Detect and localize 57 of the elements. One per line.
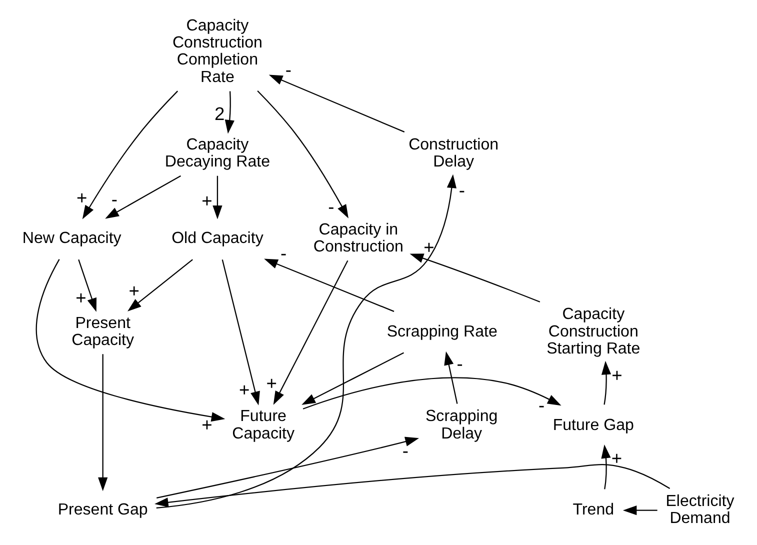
arrow bbox=[212, 176, 222, 220]
node-text: Capacity in Construction bbox=[313, 220, 404, 256]
node-text: Capacity Construction Completion Rate bbox=[172, 16, 262, 86]
node-text: Old Capacity bbox=[172, 228, 264, 247]
node-text: New Capacity bbox=[22, 228, 122, 247]
node-text: Capacity Construction Starting Rate bbox=[546, 305, 640, 358]
arrow bbox=[257, 90, 348, 218]
arrow bbox=[156, 436, 420, 498]
edge-label: - bbox=[111, 188, 118, 210]
edge-label: + bbox=[266, 372, 278, 394]
node-text: Present Gap bbox=[58, 500, 148, 519]
arrow bbox=[36, 259, 226, 422]
arrow bbox=[105, 175, 181, 219]
arrow bbox=[601, 360, 612, 405]
edge-label: - bbox=[402, 440, 408, 461]
arrow bbox=[154, 464, 670, 508]
edge-label: + bbox=[202, 414, 212, 436]
edge-label: + bbox=[238, 378, 250, 400]
arrow bbox=[224, 91, 234, 134]
arrow bbox=[302, 352, 404, 405]
edge-label: - bbox=[456, 352, 463, 374]
arrow bbox=[98, 354, 108, 492]
arrow bbox=[156, 174, 456, 508]
arrow bbox=[78, 259, 97, 312]
node-text: Scrapping Rate bbox=[386, 322, 498, 340]
arrow bbox=[264, 258, 394, 312]
edge-label: + bbox=[424, 236, 434, 258]
edge-label: + bbox=[76, 186, 88, 208]
arrow bbox=[302, 377, 562, 410]
edge-label: - bbox=[328, 196, 334, 218]
edge-label: + bbox=[611, 447, 622, 468]
node-text: Future Capacity bbox=[232, 407, 294, 442]
edge-label: 2 bbox=[214, 103, 225, 124]
edge-label: - bbox=[538, 394, 545, 416]
arrow bbox=[222, 259, 260, 406]
edge-label: - bbox=[280, 242, 287, 264]
edge-label: + bbox=[612, 364, 622, 386]
arrow bbox=[622, 506, 658, 516]
edge-label: + bbox=[76, 286, 86, 308]
node-text: Electricity Demand bbox=[666, 492, 734, 528]
edge-label: + bbox=[202, 190, 212, 211]
edge-label: - bbox=[458, 179, 465, 200]
edge-label: + bbox=[128, 280, 140, 302]
edge-label: - bbox=[285, 58, 292, 80]
arrow bbox=[268, 74, 405, 132]
node-text: Scrapping Delay bbox=[425, 407, 498, 442]
node-text: Future Gap bbox=[552, 416, 634, 434]
node-text: Construction Delay bbox=[408, 136, 499, 171]
arrow bbox=[82, 90, 178, 220]
node-text: Trend bbox=[572, 500, 614, 519]
arrow bbox=[410, 254, 540, 302]
node-text: Present Capacity bbox=[72, 314, 134, 349]
arrow bbox=[128, 259, 193, 312]
arrow bbox=[601, 444, 611, 490]
arrow bbox=[444, 351, 458, 404]
arrow bbox=[273, 260, 348, 405]
node-text: Capacity Decaying Rate bbox=[164, 136, 270, 171]
